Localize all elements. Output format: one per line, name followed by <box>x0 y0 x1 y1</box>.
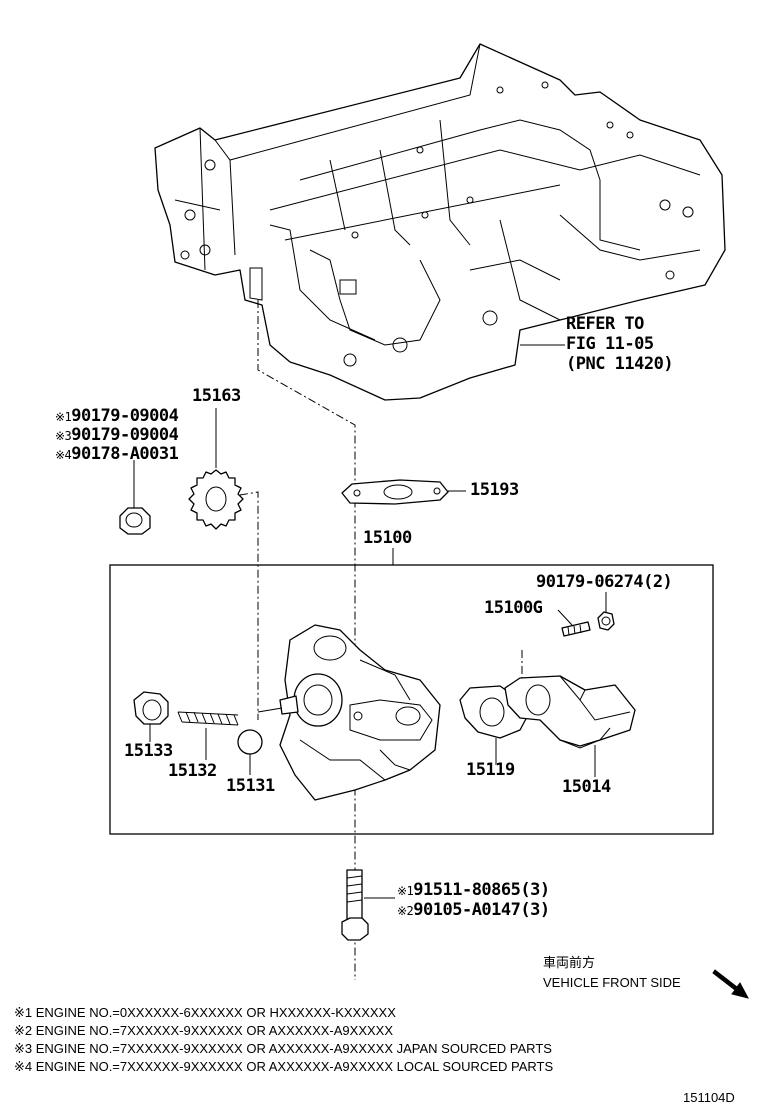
nut-variant-4: ※490178-A0031 <box>55 444 179 464</box>
direction-label-en: VEHICLE FRONT SIDE <box>543 975 681 990</box>
part-number-15131: 15131 <box>226 776 275 796</box>
part-number-90179-06274: 90179-06274(2) <box>536 572 673 592</box>
relief-valve-spring <box>177 711 239 760</box>
note-1: ※1 ENGINE NO.=0XXXXXX-6XXXXXX OR HXXXXXX… <box>14 1005 396 1020</box>
direction-label-jp: 車両前方 <box>543 955 596 970</box>
oil-pump-sprocket <box>188 469 244 530</box>
part-number-15100G: 15100G <box>484 598 543 618</box>
bolt-variant-1: ※191511-80865(3) <box>397 880 550 900</box>
part-number-15119: 15119 <box>466 760 515 780</box>
refer-line-2: FIG 11-05 <box>566 334 654 354</box>
part-number-15133: 15133 <box>124 741 173 761</box>
mounting-bolt <box>341 869 395 941</box>
oil-pump-body <box>257 624 441 801</box>
diagonal-arrow-icon <box>712 969 749 999</box>
part-number-15193: 15193 <box>470 480 519 500</box>
stud-15100G <box>557 609 591 637</box>
nut-variant-3: ※390179-09004 <box>55 425 179 445</box>
stud-nut <box>597 592 615 631</box>
note-3: ※3 ENGINE NO.=7XXXXXX-9XXXXXX OR AXXXXXX… <box>14 1041 552 1056</box>
refer-line-1: REFER TO <box>566 314 644 334</box>
assembly-box-15100 <box>109 564 714 835</box>
relief-valve <box>237 729 263 775</box>
part-number-15100: 15100 <box>363 528 412 548</box>
part-number-15163: 15163 <box>192 386 241 406</box>
part-number-15132: 15132 <box>168 761 217 781</box>
relief-valve-plug <box>133 691 169 742</box>
sprocket-nut <box>119 460 151 535</box>
refer-line-3: (PNC 11420) <box>566 354 674 374</box>
oil-strainer <box>504 675 636 777</box>
assembly-line-sprocket <box>239 491 259 720</box>
nut-variant-1: ※190179-09004 <box>55 406 179 426</box>
gasket-15193 <box>341 479 466 505</box>
oil-pan-housing <box>154 43 726 401</box>
note-4: ※4 ENGINE NO.=7XXXXXX-9XXXXXX OR AXXXXXX… <box>14 1059 554 1074</box>
note-2: ※2 ENGINE NO.=7XXXXXX-9XXXXXX OR AXXXXXX… <box>14 1023 394 1038</box>
bolt-variant-2: ※290105-A0147(3) <box>397 900 550 920</box>
figure-id: 151104D <box>683 1090 735 1105</box>
part-number-15014: 15014 <box>562 777 611 797</box>
